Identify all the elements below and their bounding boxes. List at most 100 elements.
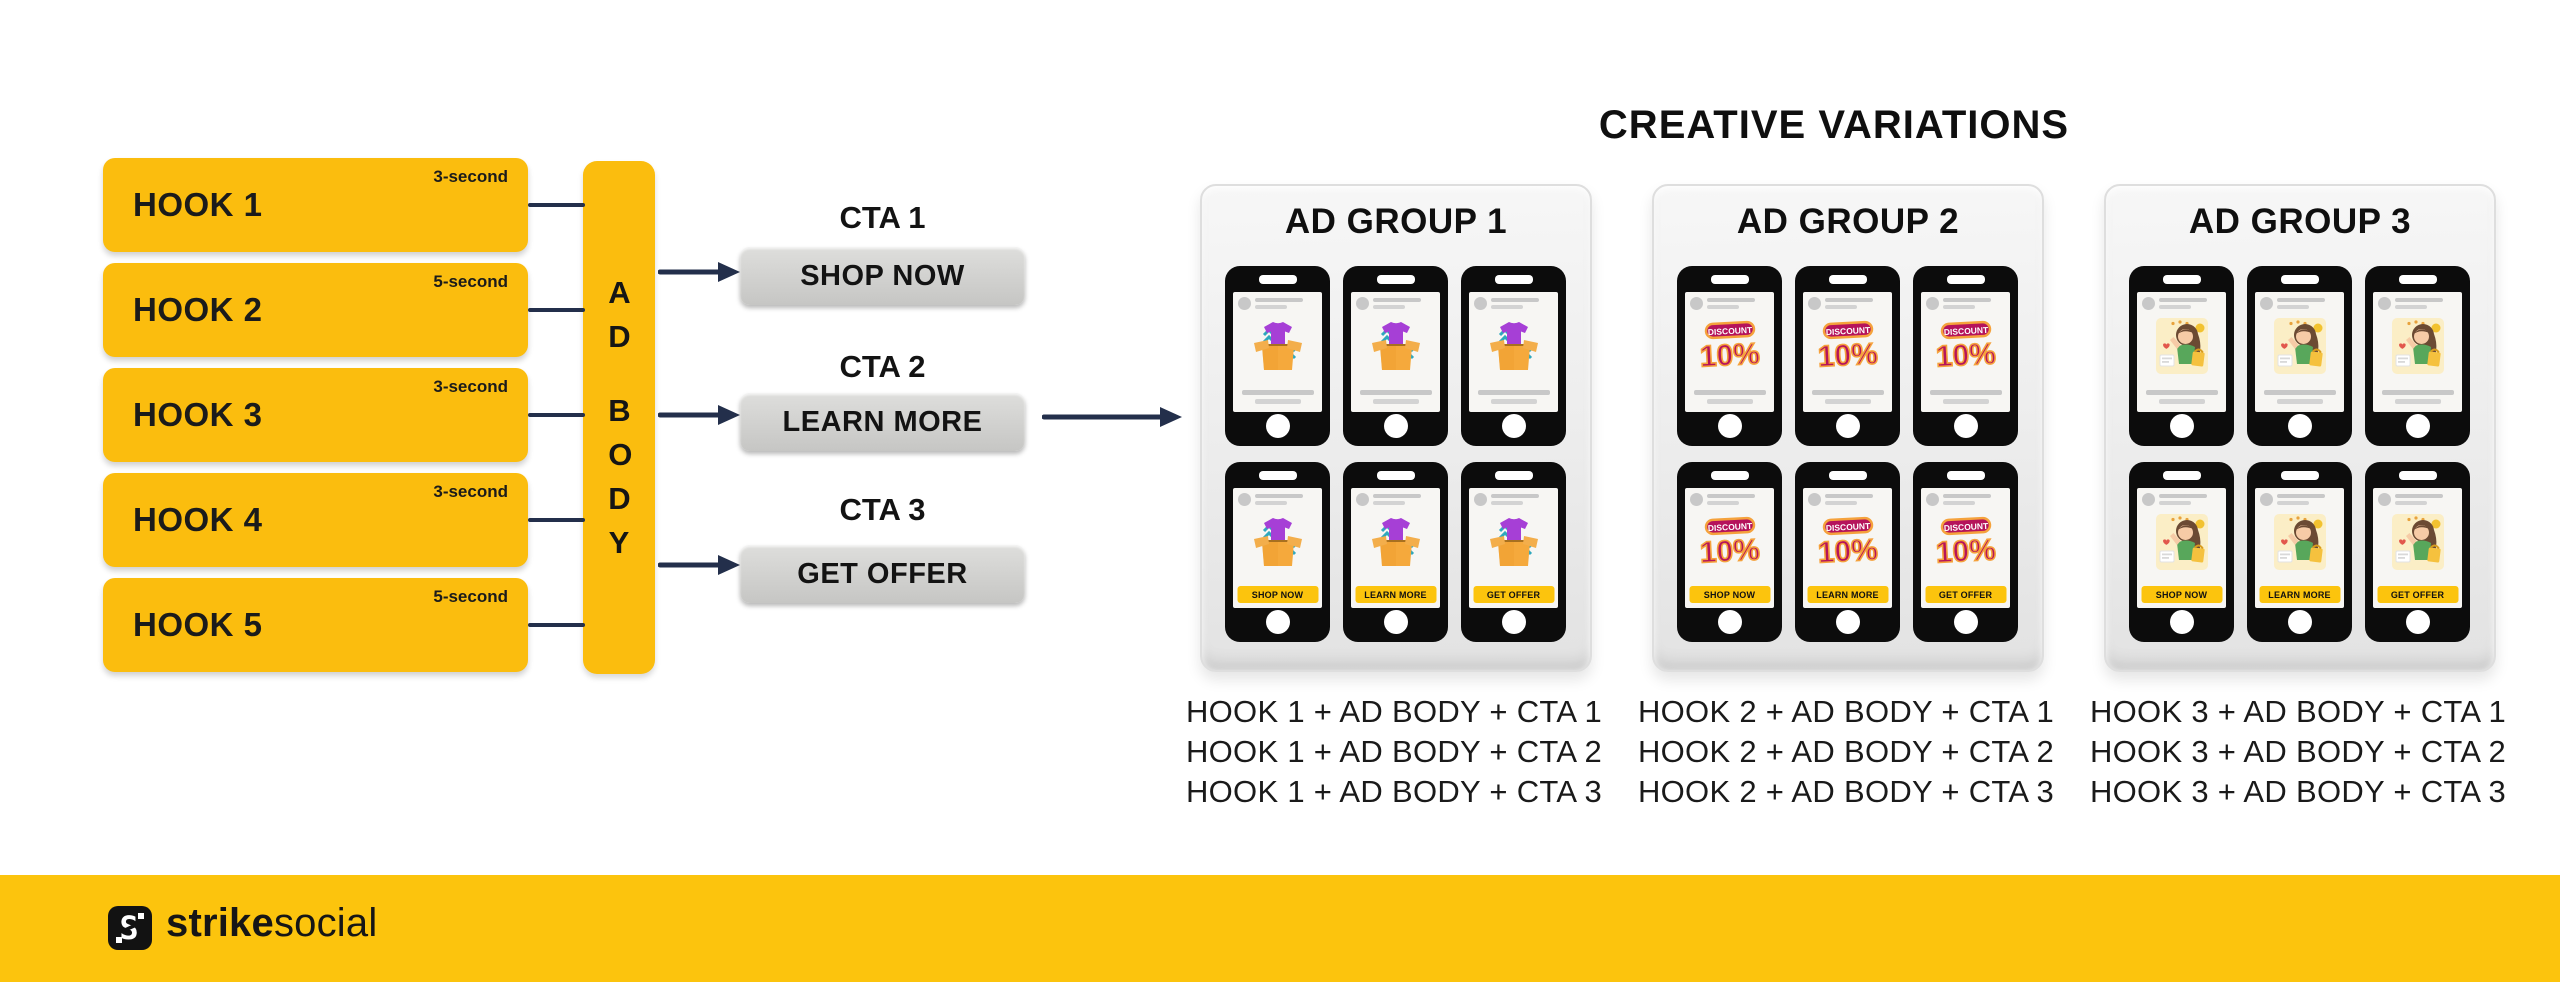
discount-value: 10% (1935, 533, 1997, 569)
speaker-bar (1494, 275, 1533, 284)
combination-text: HOOK 1 + AD BODY + CTA 1 (1185, 694, 1603, 729)
phone-screen: SHOP NOW (2137, 488, 2226, 608)
text-line-placeholder (1943, 305, 1975, 309)
phone-cta-button: GET OFFER (2377, 586, 2458, 603)
text-line-placeholder (2276, 399, 2323, 404)
text-line-placeholder (2159, 305, 2191, 309)
speaker-bar (1710, 471, 1749, 480)
avatar-placeholder (1690, 493, 1703, 506)
phone-mockup: SHOP NOW (1225, 462, 1330, 642)
hook-box: HOOK 4 3-second (103, 473, 528, 567)
ad-body-box: AD BODY (583, 161, 655, 674)
discount-label: DISCOUNT (1825, 325, 1871, 337)
speaker-bar (1828, 275, 1867, 284)
text-line-placeholder (1491, 305, 1523, 309)
phone-mockup: DISCOUNT 10% LEARN MORE (1795, 462, 1900, 642)
text-line-placeholder (1255, 298, 1303, 302)
phone-screen: DISCOUNT 10% (1685, 292, 1774, 412)
hook-connector-line (528, 413, 585, 417)
speaker-bar (1376, 471, 1415, 480)
text-line-placeholder (1825, 494, 1873, 498)
speaker-bar (1828, 471, 1867, 480)
hook-label: HOOK 3 (133, 396, 263, 433)
avatar-placeholder (2142, 493, 2155, 506)
woman-shopper-icon (2155, 318, 2208, 374)
phone-screen: LEARN MORE (1351, 488, 1440, 608)
phone-cta-button: LEARN MORE (2259, 586, 2340, 603)
avatar-placeholder (1238, 297, 1251, 310)
brand-strike: strike (166, 901, 274, 945)
hook-duration-label: 5-second (433, 587, 508, 606)
discount-10-icon: DISCOUNT 10% (1817, 516, 1879, 570)
discount-10-icon: DISCOUNT 10% (1935, 320, 1997, 374)
strikesocial-logo-icon: S (108, 906, 152, 950)
hook-label: HOOK 1 (133, 186, 263, 223)
home-button (1953, 610, 1978, 634)
flow-arrow-icon (1041, 405, 1184, 434)
speaker-bar (1710, 275, 1749, 284)
text-line-placeholder (1359, 390, 1432, 395)
phone-screen (1351, 292, 1440, 412)
text-line-placeholder (1707, 298, 1755, 302)
phone-screen: GET OFFER (1469, 488, 1558, 608)
combination-text: HOOK 3 + AD BODY + CTA 1 (2089, 694, 2507, 729)
discount-10-icon: DISCOUNT 10% (1817, 320, 1879, 374)
hook-connector-line (528, 203, 585, 207)
phone-cta-button: LEARN MORE (1355, 586, 1436, 603)
arrow-icon (657, 553, 742, 582)
text-line-placeholder (2381, 390, 2454, 395)
phone-screen: DISCOUNT 10% LEARN MORE (1803, 488, 1892, 608)
avatar-placeholder (1356, 297, 1369, 310)
phone-mockup: LEARN MORE (2247, 462, 2352, 642)
text-line-placeholder (1943, 494, 1991, 498)
text-line-placeholder (1693, 390, 1766, 395)
discount-label: DISCOUNT (1825, 521, 1871, 533)
phone-cta-button: GET OFFER (1925, 586, 2006, 603)
phone-screen: SHOP NOW (1233, 488, 1322, 608)
text-line-placeholder (1255, 501, 1287, 505)
woman-shopper-icon (2273, 514, 2326, 570)
combination-text: HOOK 1 + AD BODY + CTA 2 (1185, 734, 1603, 769)
text-line-placeholder (1811, 390, 1884, 395)
text-line-placeholder (1825, 501, 1857, 505)
home-button (1265, 610, 1290, 634)
home-button (2405, 414, 2430, 438)
speaker-bar (2162, 471, 2201, 480)
hook-duration-label: 5-second (433, 272, 508, 291)
phone-cta-button: SHOP NOW (1237, 586, 1318, 603)
home-button (1717, 414, 1742, 438)
speaker-bar (2398, 471, 2437, 480)
arrow-icon (657, 260, 742, 289)
ad-body-word-2: BODY (608, 392, 633, 560)
text-line-placeholder (1707, 501, 1739, 505)
combination-text: HOOK 2 + AD BODY + CTA 1 (1637, 694, 2055, 729)
woman-shopper-icon (2273, 318, 2326, 374)
phone-mockup: DISCOUNT 10% (1795, 266, 1900, 446)
avatar-placeholder (2142, 297, 2155, 310)
combination-text: HOOK 3 + AD BODY + CTA 2 (2089, 734, 2507, 769)
text-line-placeholder (2159, 494, 2207, 498)
discount-10-icon: DISCOUNT 10% (1699, 516, 1761, 570)
combination-list: HOOK 3 + AD BODY + CTA 1 HOOK 3 + AD BODY… (2038, 692, 2558, 812)
home-button (2287, 414, 2312, 438)
avatar-placeholder (1690, 297, 1703, 310)
phone-screen: DISCOUNT 10% (1803, 292, 1892, 412)
text-line-placeholder (1373, 298, 1421, 302)
hook-label: HOOK 2 (133, 291, 263, 328)
hook-box: HOOK 2 5-second (103, 263, 528, 357)
avatar-placeholder (1808, 297, 1821, 310)
avatar-placeholder (2378, 493, 2391, 506)
product-unboxing-icon (1371, 322, 1420, 370)
discount-label: DISCOUNT (1943, 325, 1989, 337)
text-line-placeholder (1707, 494, 1755, 498)
woman-shopper-icon (2391, 514, 2444, 570)
ad-group-title: AD GROUP 1 (1284, 202, 1508, 241)
text-line-placeholder (2395, 501, 2427, 505)
discount-value: 10% (1817, 337, 1879, 373)
phone-cta-button: SHOP NOW (1689, 586, 1770, 603)
phone-mockup: DISCOUNT 10% (1677, 266, 1782, 446)
text-line-placeholder (1255, 494, 1303, 498)
phone-screen: DISCOUNT 10% GET OFFER (1921, 488, 2010, 608)
text-line-placeholder (2145, 390, 2218, 395)
